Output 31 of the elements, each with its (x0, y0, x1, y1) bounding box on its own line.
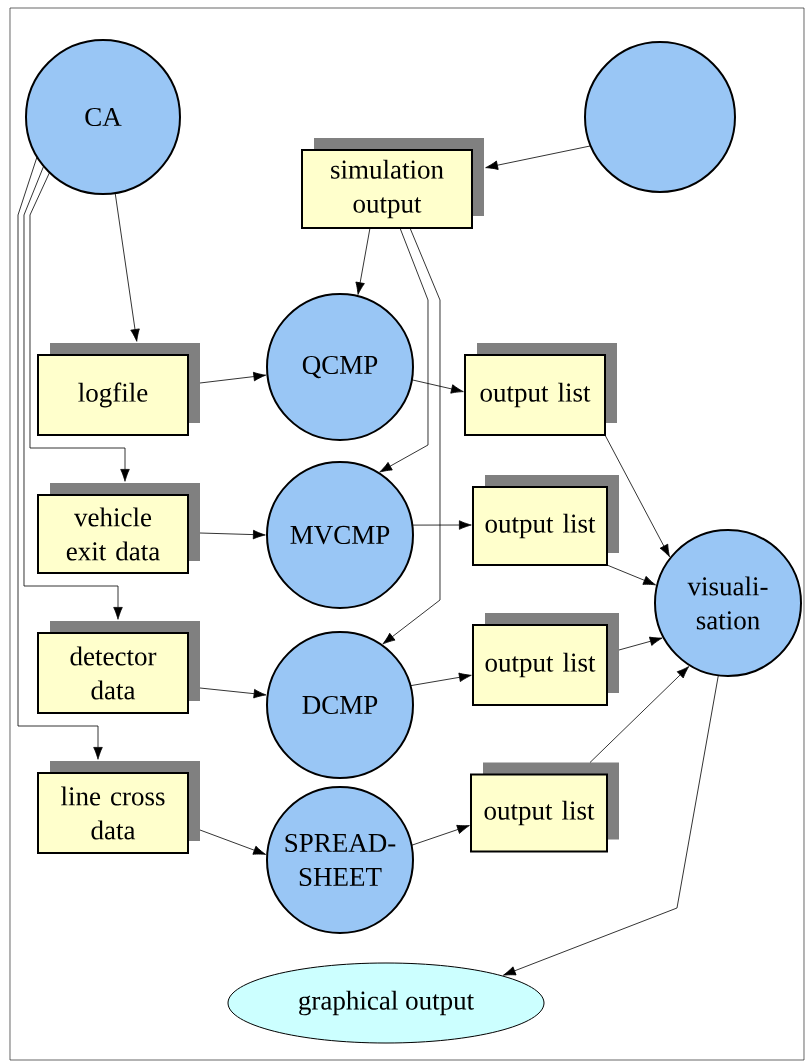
process-circle (584, 41, 736, 193)
data-box: output list (464, 343, 617, 436)
arrow (411, 520, 472, 530)
arrow (382, 227, 441, 645)
arrow (604, 434, 670, 558)
arrow (606, 564, 656, 586)
arrow (17, 156, 103, 760)
data-box: logfile (37, 343, 200, 436)
arrow (23, 165, 123, 620)
data-box: output list (472, 613, 619, 706)
data-box: vehicle exit data (37, 483, 200, 574)
data-box: detector data (37, 621, 200, 714)
data-box: simulation output (301, 138, 484, 229)
data-box: line cross data (37, 761, 200, 854)
arrow (411, 379, 464, 394)
arrow (410, 672, 472, 687)
data-box: output list (470, 762, 619, 853)
arrow (29, 172, 130, 482)
arrow (199, 829, 266, 855)
arrow (199, 371, 267, 384)
arrow (379, 227, 429, 473)
arrow (411, 824, 470, 846)
arrow (355, 227, 371, 295)
arrow (618, 636, 663, 651)
arrow (485, 145, 592, 170)
arrow (503, 674, 719, 976)
arrow (199, 687, 267, 699)
arrow (199, 529, 266, 540)
arrow (589, 666, 690, 763)
arrow (114, 192, 140, 342)
data-box: output list (472, 475, 619, 566)
